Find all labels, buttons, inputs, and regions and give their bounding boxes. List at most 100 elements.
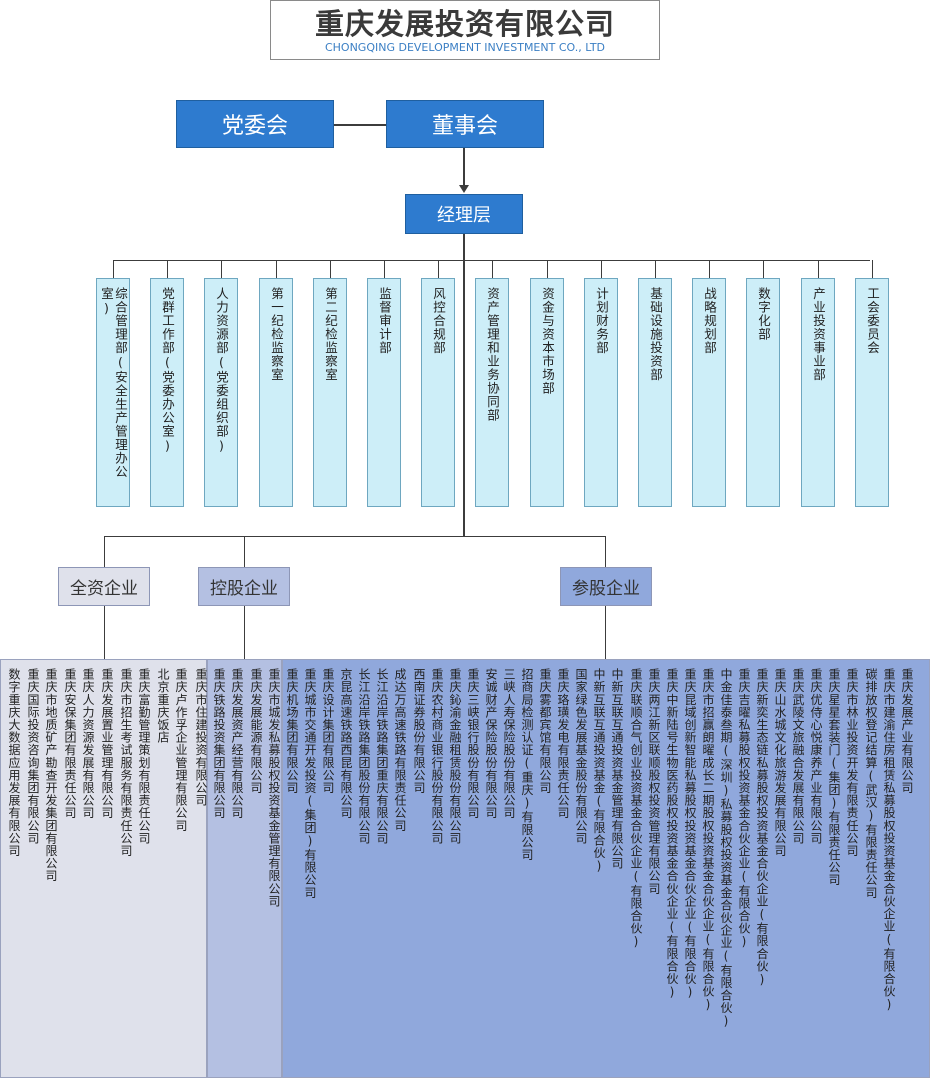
connector-party-board <box>334 124 386 126</box>
department-label: 风控合规部 <box>431 287 446 355</box>
department-drop-line <box>438 260 439 278</box>
department-drop-line <box>763 260 764 278</box>
board-label: 董事会 <box>431 114 498 139</box>
participating-company: 中金佳泰叁期(深圳)私募股权投资基金合伙企业(有限合伙) <box>719 668 733 1029</box>
participating-company: 重庆发展产业有限公司 <box>900 668 914 794</box>
participating-company: 重庆优侍心悦康养产业有限公司 <box>809 668 823 845</box>
category-wholly-owned: 全资企业 <box>58 567 150 606</box>
department-box: 资金与资本市场部 <box>530 278 564 507</box>
participating-company: 重庆两江新区联顺股权投资管理有限公司 <box>647 668 661 895</box>
wholly-owned-company: 重庆人力资源发展有限公司 <box>81 668 95 820</box>
department-label: 战略规划部 <box>702 287 717 355</box>
department-label: 第二纪检监察室 <box>323 287 338 382</box>
department-drop-line <box>276 260 277 278</box>
management-label: 经理层 <box>437 205 491 226</box>
wholly-owned-company: 数字重庆大数据应用发展有限公司 <box>7 668 21 857</box>
drop-participating-region <box>605 606 606 660</box>
participating-company: 重庆武陵文旅融合发展有限公司 <box>791 668 805 845</box>
department-label: 数字化部 <box>756 287 771 341</box>
connector-management-depts <box>463 234 465 537</box>
participating-company: 重庆机场集团有限公司 <box>285 668 299 794</box>
participating-company: 三峡人寿保险股份有限公司 <box>502 668 516 820</box>
department-box: 数字化部 <box>746 278 780 507</box>
department-label: 党群工作部(党委办公室) <box>160 287 175 454</box>
department-box: 监督审计部 <box>367 278 401 507</box>
participating-company: 重庆珞璜发电有限责任公司 <box>556 668 570 820</box>
management-box: 经理层 <box>405 194 523 234</box>
participating-company: 重庆山水城文化旅游发展有限公司 <box>773 668 787 857</box>
participating-company: 重庆联顺合气创业投资基金合伙企业(有限合伙) <box>629 668 643 950</box>
holding-company: 重庆发展能源有限公司 <box>249 668 263 794</box>
category-participating: 参股企业 <box>560 567 652 606</box>
participating-company: 国家绿色发展基金股份有限公司 <box>574 668 588 845</box>
department-drop-line <box>492 260 493 278</box>
department-box: 第一纪检监察室 <box>259 278 293 507</box>
department-box: 综合管理部(安全生产管理办公室) <box>96 278 130 507</box>
department-box: 党群工作部(党委办公室) <box>150 278 184 507</box>
department-drop-line <box>601 260 602 278</box>
department-label: 资金与资本市场部 <box>540 287 555 395</box>
participating-company: 成达万高速铁路有限责任公司 <box>393 668 407 832</box>
drop-holding <box>244 536 245 567</box>
holding-company: 重庆市住建投资有限公司 <box>194 668 208 807</box>
participating-company: 重庆市林业投资开发有限责任公司 <box>845 668 859 857</box>
company-name-en: CHONGQING DEVELOPMENT INVESTMENT CO., LT… <box>324 41 606 54</box>
company-title-box: 重庆发展投资有限公司 CHONGQING DEVELOPMENT INVESTM… <box>270 0 660 60</box>
department-box: 工会委员会 <box>855 278 889 507</box>
participating-company: 重庆星星套装门(集团)有限责任公司 <box>827 668 841 887</box>
participating-company: 重庆中新陆号生物医药股权投资基金合伙企业(有限合伙) <box>665 668 679 1000</box>
participating-company: 长江沿岸铁路集团重庆有限公司 <box>375 668 389 845</box>
participating-company: 长江沿岸铁路集团股份有限公司 <box>357 668 371 845</box>
department-drop-line <box>709 260 710 278</box>
department-drop-line <box>818 260 819 278</box>
drop-wholly <box>104 536 105 567</box>
participating-company: 重庆市建渝住房租赁私募股权投资基金合伙企业(有限合伙) <box>882 668 896 1013</box>
wholly-owned-company: 重庆富勤管理策划有限责任公司 <box>137 668 151 845</box>
participating-company: 中新互联互通投资基金管理有限公司 <box>610 668 624 870</box>
participating-company: 重庆吉曜私募股权投资基金合伙企业(有限合伙) <box>737 668 751 950</box>
party-committee-label: 党委会 <box>221 114 288 139</box>
department-drop-line <box>330 260 331 278</box>
participating-company: 中新互联互通投资基金(有限合伙) <box>592 668 606 874</box>
holding-company: 重庆发展资产经营有限公司 <box>230 668 244 820</box>
participating-company: 重庆市招赢朗曜成长二期股权投资基金合伙企业(有限合伙) <box>701 668 715 1013</box>
participating-company: 安诚财产保险股份有限公司 <box>484 668 498 820</box>
participating-company: 重庆三峡银行股份有限公司 <box>466 668 480 820</box>
board-box: 董事会 <box>386 100 544 148</box>
wholly-owned-company: 北京重庆饭店 <box>156 668 170 744</box>
department-label: 第一纪检监察室 <box>269 287 284 382</box>
connector-board-management <box>463 148 465 188</box>
department-label: 人力资源部(党委组织部) <box>214 287 229 454</box>
participating-company: 重庆农村商业银行股份有限公司 <box>430 668 444 845</box>
category-holding: 控股企业 <box>198 567 290 606</box>
wholly-owned-company: 重庆国际投资咨询集团有限公司 <box>26 668 40 845</box>
region-wholly-owned <box>0 659 207 1078</box>
wholly-owned-company: 重庆市地质矿产勘查开发集团有限公司 <box>44 668 58 883</box>
participating-company: 西南证券股份有限公司 <box>412 668 426 794</box>
department-box: 资产管理和业务协同部 <box>475 278 509 507</box>
category-bus-line <box>104 536 606 537</box>
department-drop-line <box>872 260 873 278</box>
wholly-owned-company: 重庆市招生考试服务有限责任公司 <box>119 668 133 857</box>
participating-company: 重庆设计集团有限公司 <box>321 668 335 794</box>
participating-company: 重庆鈊渝金融租赁股份有限公司 <box>448 668 462 845</box>
department-box: 人力资源部(党委组织部) <box>204 278 238 507</box>
participating-company: 重庆昆域创新智能私募股权投资基金合伙企业(有限合伙) <box>683 668 697 1000</box>
dept-bus-line <box>113 260 870 261</box>
department-box: 风控合规部 <box>421 278 455 507</box>
department-drop-line <box>384 260 385 278</box>
participating-company: 重庆城市交通开发投资(集团)有限公司 <box>303 668 317 899</box>
participating-company: 重庆雾都宾馆有限公司 <box>538 668 552 794</box>
arrow-head <box>459 185 469 193</box>
party-committee-box: 党委会 <box>176 100 334 148</box>
department-box: 第二纪检监察室 <box>313 278 347 507</box>
department-drop-line <box>221 260 222 278</box>
participating-company: 重庆新奕生态链私募股权投资基金合伙企业(有限合伙) <box>755 668 769 987</box>
wholly-owned-company: 重庆发展置业管理有限公司 <box>100 668 114 820</box>
holding-company: 重庆铁路投资集团有限公司 <box>212 668 226 820</box>
department-label: 工会委员会 <box>865 287 880 355</box>
drop-holding-region <box>244 606 245 660</box>
holding-company: 重庆市城发私募股权投资基金管理有限公司 <box>267 668 281 908</box>
department-box: 战略规划部 <box>692 278 726 507</box>
drop-participating <box>605 536 606 567</box>
